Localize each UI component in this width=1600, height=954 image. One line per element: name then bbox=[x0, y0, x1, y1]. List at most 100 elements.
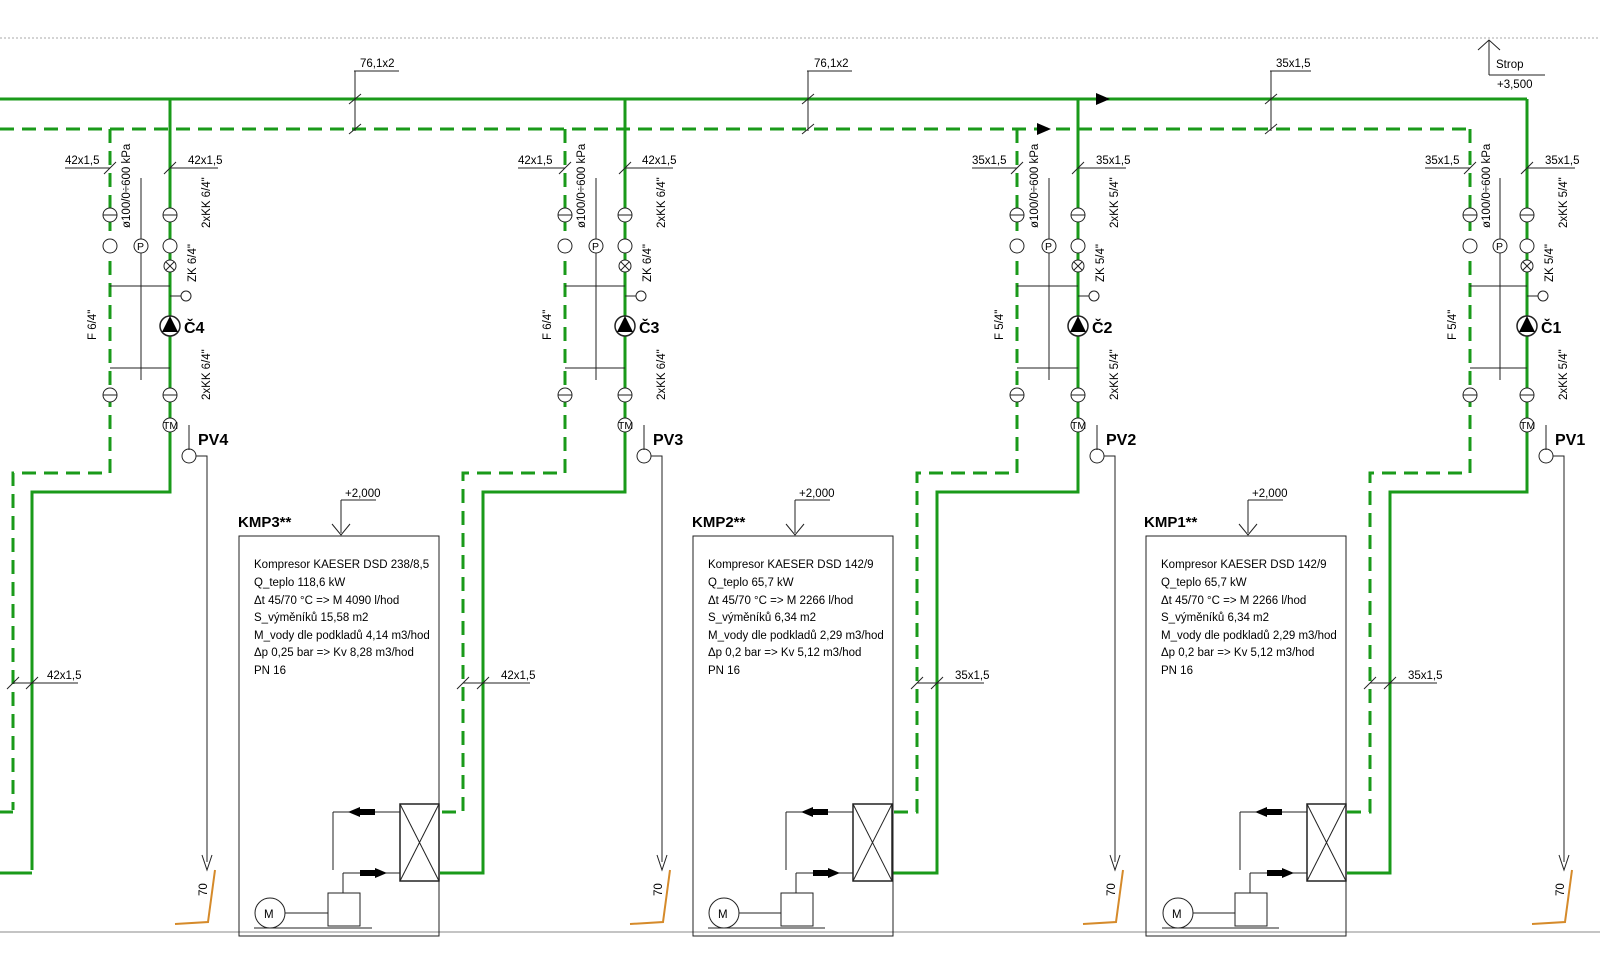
kmp2-name: KMP2** bbox=[692, 514, 746, 531]
c1-riser-dim: 35x1,5 bbox=[1408, 670, 1443, 682]
svg-text:ZK 5/4": ZK 5/4" bbox=[1544, 244, 1556, 282]
svg-text:M_vody dle podkladů 2,29 m3/ho: M_vody dle podkladů 2,29 m3/hod bbox=[1161, 630, 1337, 642]
c4-supply-dim: 42x1,5 bbox=[188, 155, 223, 167]
svg-text:F 6/4": F 6/4" bbox=[542, 310, 554, 340]
svg-text:2xKK 5/4": 2xKK 5/4" bbox=[1558, 177, 1570, 228]
svg-text:2xKK 6/4": 2xKK 6/4" bbox=[656, 177, 668, 228]
branch-c4: 42x1,5 42x1,5 P Č4 F 6/4" ø100/0÷600 kPa… bbox=[6, 99, 228, 925]
svg-text:2xKK 6/4": 2xKK 6/4" bbox=[201, 349, 213, 400]
c4-relief-label: PV4 bbox=[198, 432, 228, 449]
main-dim-2-label: 76,1x2 bbox=[814, 58, 849, 70]
c1-relief-label: PV1 bbox=[1555, 432, 1585, 449]
svg-text:2xKK 5/4": 2xKK 5/4" bbox=[1109, 349, 1121, 400]
svg-text:Δt 45/70 °C => M 2266 l/hod: Δt 45/70 °C => M 2266 l/hod bbox=[708, 595, 853, 607]
c1-supply-dim: 35x1,5 bbox=[1545, 155, 1580, 167]
c2-relief-label: PV2 bbox=[1106, 432, 1136, 449]
svg-text:Δp 0,2 bar => Kv 5,12 m3/hod: Δp 0,2 bar => Kv 5,12 m3/hod bbox=[708, 647, 861, 659]
svg-text:F 5/4": F 5/4" bbox=[1447, 310, 1459, 340]
svg-text:PN 16: PN 16 bbox=[254, 665, 286, 677]
svg-text:P: P bbox=[137, 241, 144, 253]
svg-text:70: 70 bbox=[1555, 883, 1567, 896]
main-dim-2: 76,1x2 bbox=[801, 58, 852, 135]
svg-text:PN 16: PN 16 bbox=[708, 665, 740, 677]
compressor-kmp3: KMP3** +2,000 Kompresor KAESER DSD 238/8… bbox=[238, 488, 440, 937]
svg-text:TM: TM bbox=[163, 420, 178, 432]
svg-text:F 5/4": F 5/4" bbox=[994, 310, 1006, 340]
svg-text:2xKK 6/4": 2xKK 6/4" bbox=[656, 349, 668, 400]
svg-text:M: M bbox=[1172, 909, 1182, 921]
c4-riser-dim: 42x1,5 bbox=[47, 670, 82, 682]
main-dim-1-label: 76,1x2 bbox=[360, 58, 395, 70]
kmp2-level: +2,000 bbox=[799, 488, 835, 500]
branch-c3: 42x1,5 42x1,5 P Č3 F 6/4" ø100/0÷600 kPa… bbox=[440, 99, 683, 925]
c3-return-dim: 42x1,5 bbox=[518, 155, 553, 167]
svg-text:P: P bbox=[1496, 241, 1503, 253]
svg-text:ø100/0÷600 kPa: ø100/0÷600 kPa bbox=[121, 143, 133, 228]
c2-supply-dim: 35x1,5 bbox=[1096, 155, 1131, 167]
c1-return-dim: 35x1,5 bbox=[1425, 155, 1460, 167]
svg-text:Q_teplo 118,6 kW: Q_teplo 118,6 kW bbox=[254, 577, 345, 589]
svg-text:TM: TM bbox=[618, 420, 633, 432]
svg-text:Q_teplo 65,7 kW: Q_teplo 65,7 kW bbox=[708, 577, 794, 589]
svg-text:P: P bbox=[592, 241, 599, 253]
ceiling-level: +3,500 bbox=[1497, 79, 1533, 91]
c3-pump-label: Č3 bbox=[639, 318, 660, 337]
kmp3-level: +2,000 bbox=[345, 488, 381, 500]
svg-text:P: P bbox=[1045, 241, 1052, 253]
svg-text:Δt 45/70 °C => M 4090 l/hod: Δt 45/70 °C => M 4090 l/hod bbox=[254, 595, 399, 607]
c3-riser-dim: 42x1,5 bbox=[501, 670, 536, 682]
svg-text:Kompresor KAESER DSD 238/8,5: Kompresor KAESER DSD 238/8,5 bbox=[254, 559, 429, 571]
svg-text:Δt 45/70 °C => M 2266 l/hod: Δt 45/70 °C => M 2266 l/hod bbox=[1161, 595, 1306, 607]
main-dim-3-label: 35x1,5 bbox=[1276, 58, 1311, 70]
branch-c2: 35x1,5 35x1,5 P Č2 F 5/4" ø100/0÷600 kPa… bbox=[893, 99, 1136, 925]
svg-text:Δp 0,25 bar => Kv 8,28 m3/hod: Δp 0,25 bar => Kv 8,28 m3/hod bbox=[254, 647, 414, 659]
svg-text:M: M bbox=[718, 909, 728, 921]
flow-arrow-return bbox=[1037, 123, 1051, 135]
svg-text:70: 70 bbox=[1106, 883, 1118, 896]
svg-text:2xKK 6/4": 2xKK 6/4" bbox=[201, 177, 213, 228]
svg-text:Kompresor KAESER DSD 142/9: Kompresor KAESER DSD 142/9 bbox=[1161, 559, 1327, 571]
svg-text:ZK 6/4": ZK 6/4" bbox=[187, 244, 199, 282]
svg-text:F 6/4": F 6/4" bbox=[87, 310, 99, 340]
compressor-kmp1: KMP1** +2,000 Kompresor KAESER DSD 142/9… bbox=[1144, 488, 1347, 937]
svg-text:ø100/0÷600 kPa: ø100/0÷600 kPa bbox=[576, 143, 588, 228]
main-dim-1: 76,1x2 bbox=[348, 58, 399, 135]
c4-return-dim: 42x1,5 bbox=[65, 155, 100, 167]
svg-text:ZK 6/4": ZK 6/4" bbox=[642, 244, 654, 282]
ceiling-marker: Strop +3,500 bbox=[1477, 39, 1545, 91]
c2-pump-label: Č2 bbox=[1092, 318, 1113, 337]
svg-text:TM: TM bbox=[1071, 420, 1086, 432]
c4-pump-label: Č4 bbox=[184, 318, 205, 337]
svg-text:70: 70 bbox=[653, 883, 665, 896]
compressor-kmp2: KMP2** +2,000 Kompresor KAESER DSD 142/9… bbox=[692, 488, 894, 937]
svg-text:M_vody dle podkladů 4,14 m3/ho: M_vody dle podkladů 4,14 m3/hod bbox=[254, 630, 430, 642]
svg-text:ø100/0÷600 kPa: ø100/0÷600 kPa bbox=[1029, 143, 1041, 228]
kmp1-name: KMP1** bbox=[1144, 514, 1198, 531]
main-dim-3: 35x1,5 bbox=[1264, 58, 1311, 135]
svg-text:ø100/0÷600 kPa: ø100/0÷600 kPa bbox=[1481, 143, 1493, 228]
svg-text:PN 16: PN 16 bbox=[1161, 665, 1193, 677]
svg-text:2xKK 5/4": 2xKK 5/4" bbox=[1109, 177, 1121, 228]
svg-text:M: M bbox=[264, 909, 274, 921]
svg-text:Kompresor KAESER DSD 142/9: Kompresor KAESER DSD 142/9 bbox=[708, 559, 874, 571]
svg-text:70: 70 bbox=[198, 883, 210, 896]
branch-c1: 35x1,5 35x1,5 P Č1 F 5/4" ø100/0÷600 kPa… bbox=[1347, 99, 1585, 925]
c1-pump-label: Č1 bbox=[1541, 318, 1562, 337]
flow-arrow-supply bbox=[1096, 93, 1110, 105]
svg-text:Q_teplo 65,7 kW: Q_teplo 65,7 kW bbox=[1161, 577, 1247, 589]
svg-text:S_výměníků 15,58 m2: S_výměníků 15,58 m2 bbox=[254, 612, 368, 624]
ceiling-label: Strop bbox=[1496, 59, 1524, 71]
svg-text:ZK 5/4": ZK 5/4" bbox=[1095, 244, 1107, 282]
svg-text:TM: TM bbox=[1520, 420, 1535, 432]
c3-supply-dim: 42x1,5 bbox=[642, 155, 677, 167]
c2-return-dim: 35x1,5 bbox=[972, 155, 1007, 167]
svg-text:S_výměníků 6,34 m2: S_výměníků 6,34 m2 bbox=[1161, 612, 1269, 624]
kmp1-level: +2,000 bbox=[1252, 488, 1288, 500]
kmp3-name: KMP3** bbox=[238, 514, 292, 531]
svg-text:S_výměníků 6,34 m2: S_výměníků 6,34 m2 bbox=[708, 612, 816, 624]
c2-riser-dim: 35x1,5 bbox=[955, 670, 990, 682]
svg-text:Δp 0,2 bar => Kv 5,12 m3/hod: Δp 0,2 bar => Kv 5,12 m3/hod bbox=[1161, 647, 1314, 659]
svg-text:2xKK 5/4": 2xKK 5/4" bbox=[1558, 349, 1570, 400]
c3-relief-label: PV3 bbox=[653, 432, 683, 449]
